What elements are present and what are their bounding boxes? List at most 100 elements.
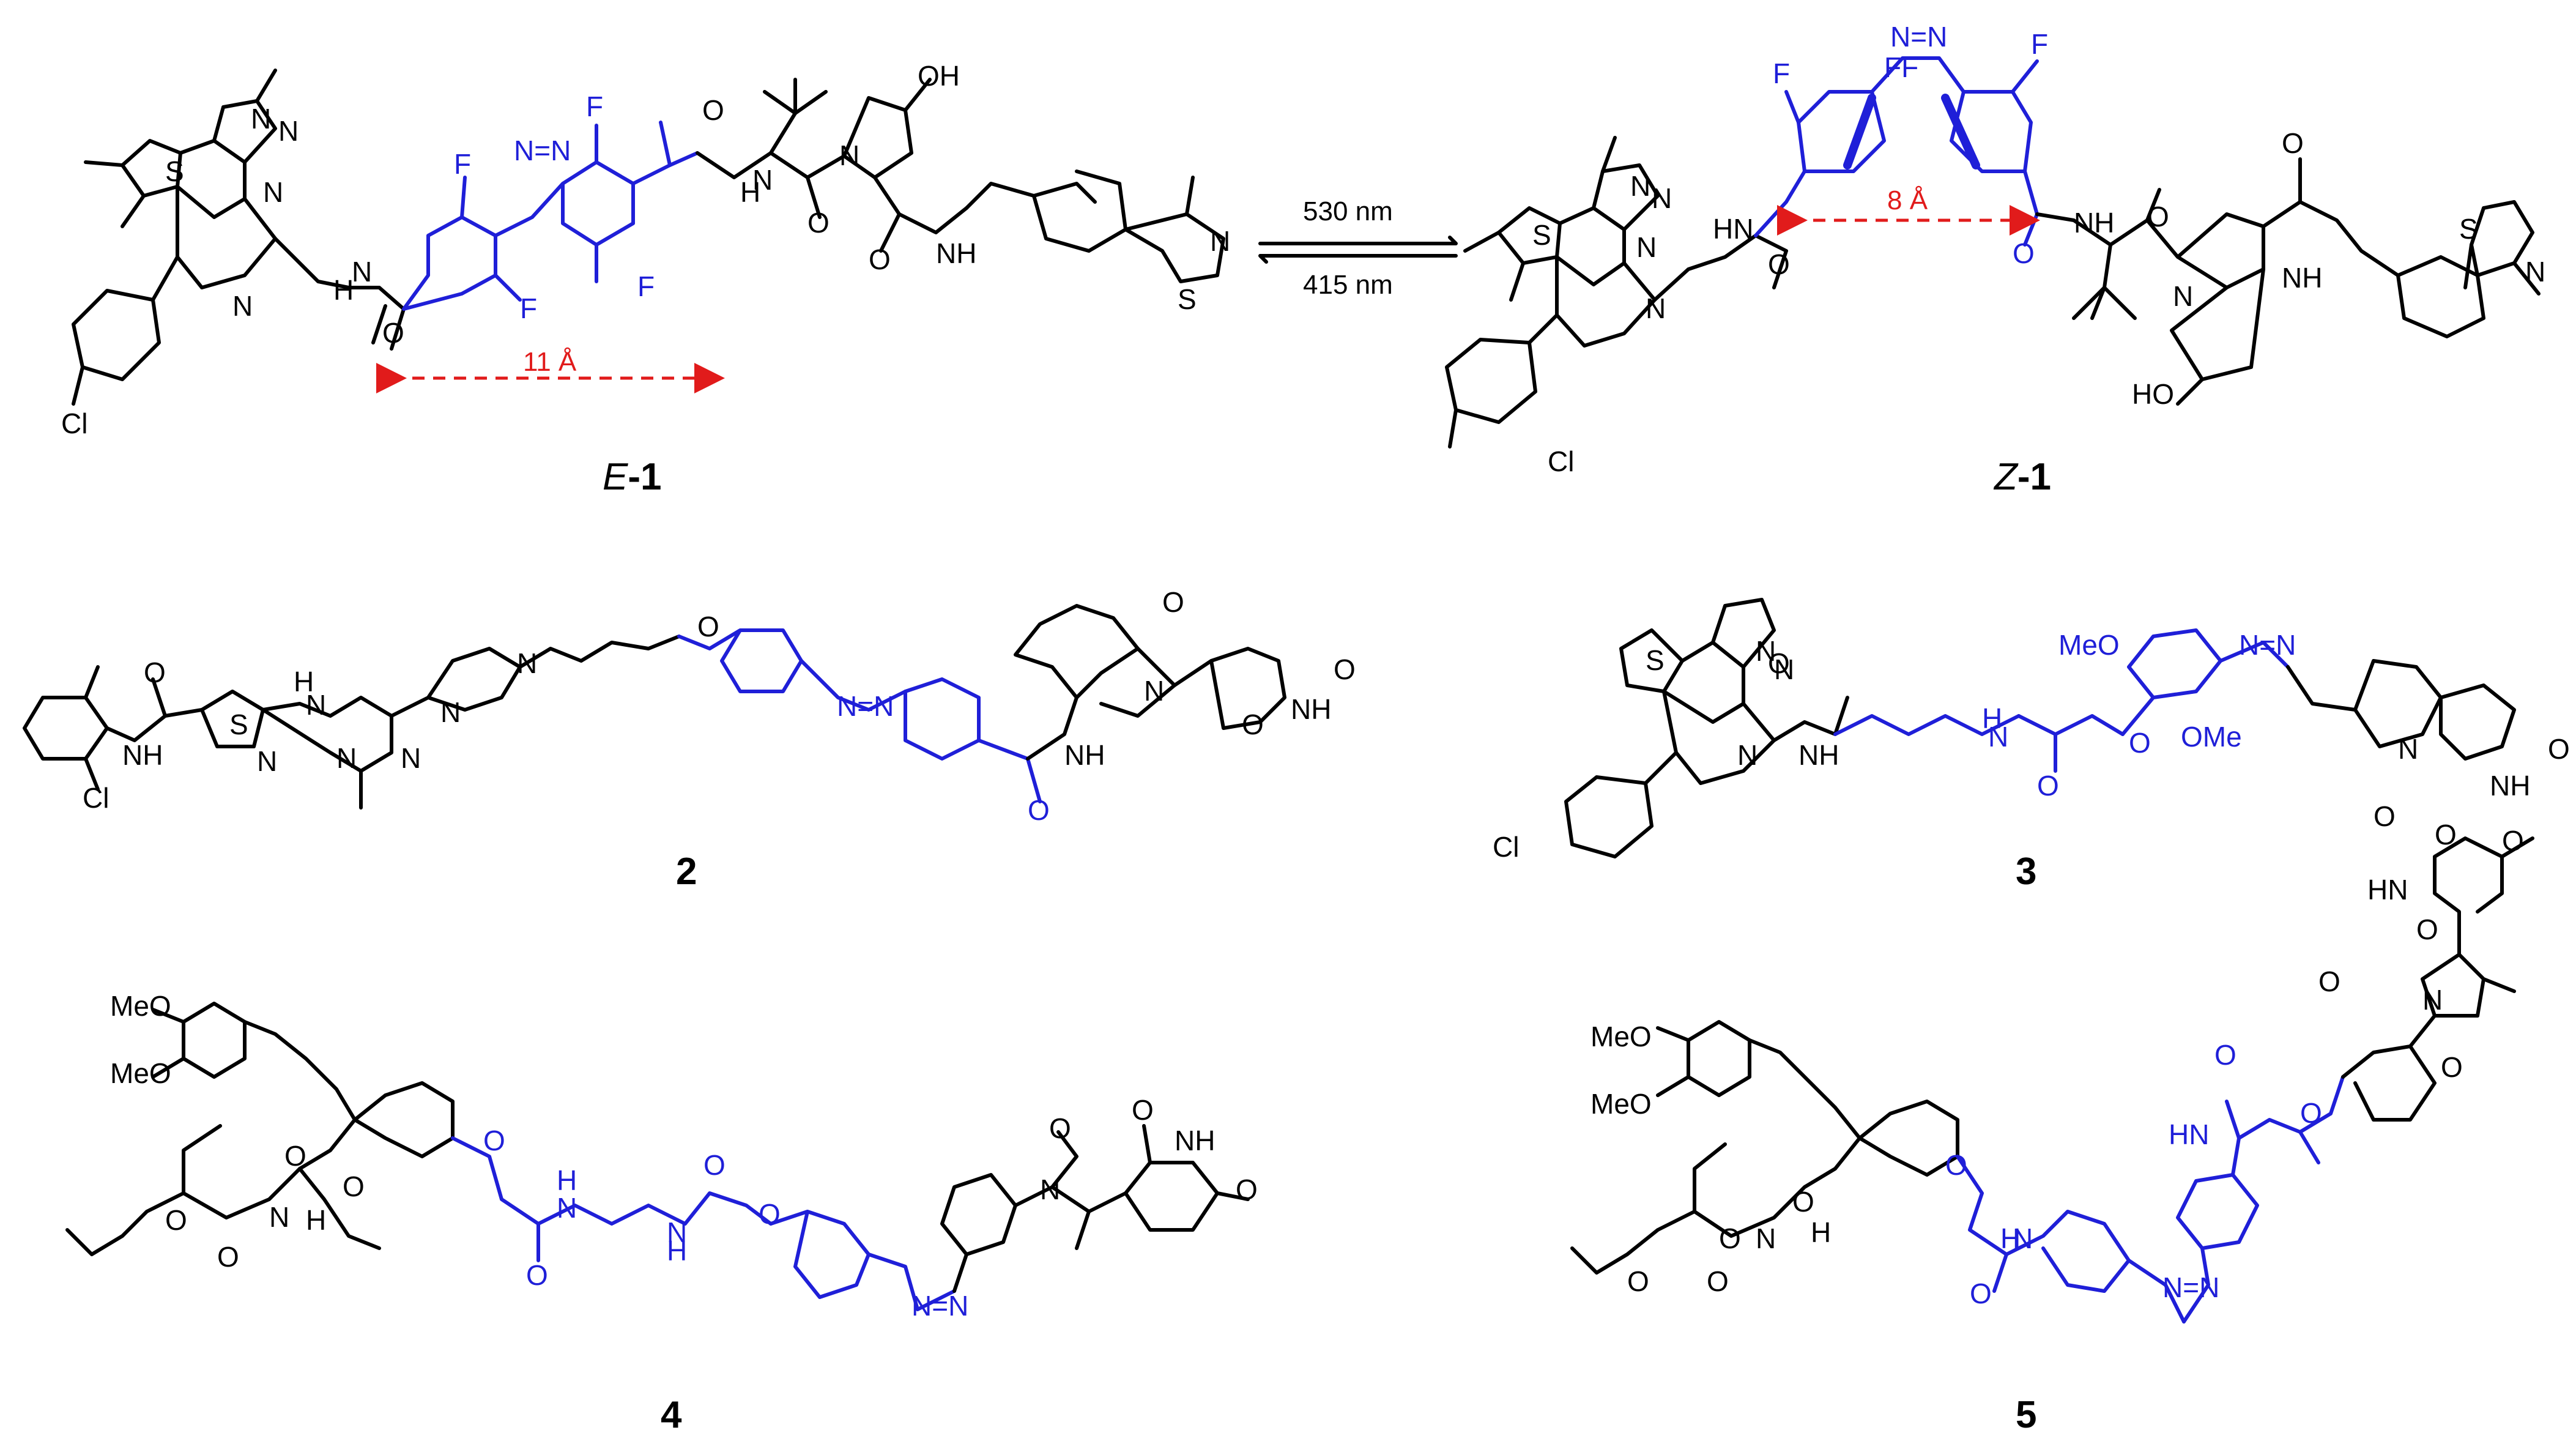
linker-5 bbox=[1956, 1075, 2345, 1324]
linker-3 bbox=[1833, 628, 2290, 773]
atom-h: H bbox=[1982, 702, 2002, 734]
atom-o: O bbox=[2300, 1097, 2322, 1129]
atom-o: O bbox=[702, 94, 724, 126]
atom-s: S bbox=[1178, 283, 1197, 315]
atom-o: O bbox=[2548, 733, 2570, 765]
atom-f: F bbox=[454, 148, 471, 180]
atom-s: S bbox=[1532, 219, 1551, 251]
atom-n: N bbox=[278, 115, 299, 147]
atom-o: O bbox=[2214, 1039, 2236, 1071]
atom-o: O bbox=[1049, 1112, 1071, 1144]
compound-2 bbox=[23, 604, 1286, 810]
atom-n: N bbox=[1630, 170, 1650, 202]
atom-nh: NH bbox=[2074, 207, 2114, 239]
atom-azo: N=N bbox=[514, 135, 571, 166]
label-compound-5: 5 bbox=[2016, 1394, 2036, 1436]
atom-meo: MeO bbox=[110, 1057, 171, 1089]
atom-o: O bbox=[2037, 770, 2059, 802]
atom-o: O bbox=[1768, 647, 1790, 679]
atom-n: N bbox=[1988, 721, 2008, 753]
atom-n: N bbox=[2398, 733, 2418, 765]
atom-o: O bbox=[2129, 727, 2151, 759]
atom-o: O bbox=[1334, 653, 1356, 685]
atom-n: N bbox=[1737, 739, 1758, 771]
atom-o: O bbox=[1768, 248, 1790, 280]
atom-o: O bbox=[2441, 1051, 2463, 1083]
distance-z1: 8 Å bbox=[1887, 185, 1928, 215]
atom-h: H bbox=[557, 1164, 577, 1196]
atom-o: O bbox=[382, 317, 404, 349]
atom-o: O bbox=[2013, 237, 2035, 269]
atom-o: O bbox=[1945, 1149, 1967, 1181]
atom-s: S bbox=[1646, 644, 1665, 676]
atom-o: O bbox=[869, 244, 891, 275]
atom-o: O bbox=[1719, 1223, 1741, 1254]
atom-o: O bbox=[284, 1140, 306, 1172]
atom-o: O bbox=[343, 1171, 365, 1202]
atom-f: F bbox=[637, 270, 655, 302]
atom-n: N bbox=[1774, 653, 1794, 685]
atom-o: O bbox=[807, 207, 830, 239]
atom-o: O bbox=[703, 1149, 726, 1181]
atom-h: H bbox=[306, 1204, 326, 1236]
atom-n: N bbox=[352, 256, 372, 288]
atom-ho: HO bbox=[2132, 378, 2174, 410]
atom-s: S bbox=[229, 709, 248, 740]
atom-o: O bbox=[697, 611, 719, 642]
compound-5 bbox=[1570, 836, 2534, 1324]
atom-oh: OH bbox=[918, 60, 960, 92]
atom-o: O bbox=[2282, 127, 2304, 159]
atom-n: N bbox=[2525, 256, 2545, 288]
atom-o: O bbox=[526, 1259, 548, 1291]
atom-n: N bbox=[306, 689, 326, 721]
atom-o: O bbox=[2435, 819, 2457, 851]
atom-f: F bbox=[520, 292, 537, 324]
atom-n: N bbox=[1210, 225, 1230, 257]
atom-f: F bbox=[2031, 28, 2048, 60]
compound-3 bbox=[1564, 598, 2516, 858]
atom-n: N bbox=[752, 164, 773, 196]
atom-n: N bbox=[1646, 292, 1666, 324]
arrow-forward-label: 530 nm bbox=[1303, 196, 1393, 226]
atom-h: H bbox=[2000, 1223, 2021, 1254]
atom-o: O bbox=[2502, 825, 2524, 857]
atom-n: N bbox=[257, 745, 277, 777]
atom-o: O bbox=[2147, 201, 2169, 233]
atom-nh: NH bbox=[1175, 1125, 1215, 1156]
atom-o: O bbox=[2318, 966, 2340, 997]
atom-o: O bbox=[165, 1204, 187, 1236]
atom-h: H bbox=[1811, 1216, 1831, 1248]
atom-azo: N=N bbox=[837, 690, 894, 722]
atom-h: H bbox=[294, 666, 314, 698]
atom-n: N bbox=[401, 742, 421, 774]
atom-o: O bbox=[217, 1241, 239, 1273]
compound-z1 bbox=[1445, 56, 2541, 449]
atom-h: H bbox=[740, 176, 760, 208]
atom-n: N bbox=[839, 140, 859, 171]
atom-nh: NH bbox=[936, 237, 976, 269]
atom-o: O bbox=[1162, 586, 1184, 618]
atom-hn: HN bbox=[2169, 1119, 2209, 1150]
label-e1: E-1 bbox=[603, 456, 662, 498]
atom-meo: MeO bbox=[1591, 1088, 1652, 1120]
atom-o: O bbox=[1792, 1186, 1814, 1218]
atom-n: N bbox=[2422, 984, 2443, 1016]
atom-n: N bbox=[517, 647, 537, 679]
atom-cl: Cl bbox=[83, 782, 109, 814]
atom-ff: FF bbox=[1884, 51, 1918, 83]
atom-n: N bbox=[1652, 182, 1672, 214]
atom-o: O bbox=[1627, 1265, 1649, 1297]
atom-o: O bbox=[1970, 1278, 1992, 1309]
distance-e1: 11 Å bbox=[523, 347, 577, 377]
atom-f: F bbox=[586, 91, 603, 122]
atom-n: N bbox=[263, 176, 283, 208]
atom-f: F bbox=[1773, 58, 1790, 89]
label-z1: Z-1 bbox=[1993, 456, 2051, 498]
atom-n: N bbox=[1756, 1223, 1776, 1254]
atom-azo: N=N bbox=[1890, 21, 1947, 53]
atom-hn: HN bbox=[1713, 213, 1753, 245]
atom-o: O bbox=[759, 1198, 781, 1230]
equilibrium-arrows: 530 nm 415 nm bbox=[1258, 196, 1458, 300]
photoswitch-z bbox=[1754, 56, 2039, 247]
